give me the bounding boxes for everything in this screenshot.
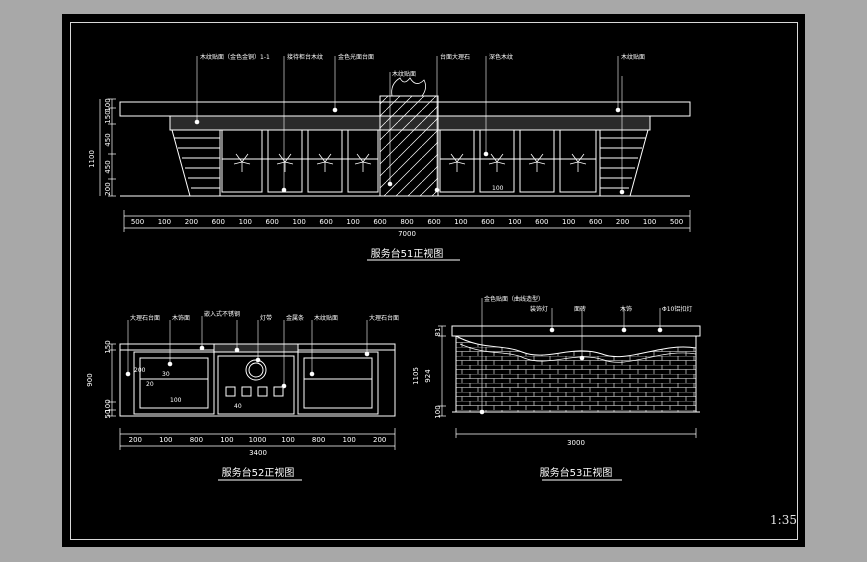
view1-dim-bottom-3: 600 bbox=[212, 218, 225, 226]
view2-dim-bottom-2: 800 bbox=[190, 436, 203, 444]
view2-dim-bottom-1: 100 bbox=[159, 436, 172, 444]
view1-motifs bbox=[233, 153, 587, 172]
view1-dim-v-4: 450 bbox=[104, 160, 112, 173]
view3-elevation bbox=[438, 298, 701, 438]
view2-callout-5: 金属条 bbox=[286, 314, 304, 322]
view2-mark-3: 30 bbox=[162, 371, 170, 378]
view2-mark-4: 100 bbox=[170, 397, 182, 404]
view1-callout-7: 木纹贴面 bbox=[621, 53, 645, 61]
view1-dim-bottom-6: 100 bbox=[293, 218, 306, 226]
view1-dim-bottom-13: 600 bbox=[481, 218, 494, 226]
view2-callout-2: 木饰面 bbox=[172, 314, 190, 322]
view1-dim-bottom-0: 500 bbox=[131, 218, 144, 226]
view2-callout-4: 灯带 bbox=[260, 314, 272, 322]
view1-dim-bottom-7: 600 bbox=[319, 218, 332, 226]
view2-total: 3400 bbox=[249, 449, 267, 457]
view2-dim-bottom-8: 200 bbox=[373, 436, 386, 444]
cad-drawing: 木纹贴面（金色金铜）1-1 接待柜台木纹 金色光面台面 木纹贴面 台面大理石 深… bbox=[86, 53, 701, 481]
view2-mark-2: 20 bbox=[146, 381, 154, 388]
view1-dim-bottom-12: 100 bbox=[454, 218, 467, 226]
view1-dim-bottom bbox=[123, 210, 691, 232]
view3-dim-v-3: 100 bbox=[434, 405, 442, 418]
view2-dim-bottom-6: 800 bbox=[312, 436, 325, 444]
view2-callout-6: 木纹贴面 bbox=[314, 314, 338, 322]
view1-leaders bbox=[194, 56, 625, 195]
view1-title: 服务台51正视图 bbox=[371, 247, 444, 260]
view1-dim-bottom-10: 800 bbox=[400, 218, 413, 226]
view3-callout-1: 金色贴面（曲线造型） bbox=[484, 295, 544, 303]
view1-callout-3: 金色光面台面 bbox=[338, 53, 374, 61]
view1-callout-6: 深色木纹 bbox=[489, 53, 513, 61]
view1-callout-4: 木纹贴面 bbox=[392, 70, 416, 78]
view1-dim-v-1: 100 bbox=[104, 98, 112, 111]
view3-callout-3: 面砖 bbox=[574, 305, 586, 313]
view3-title: 服务台53正视图 bbox=[540, 466, 613, 479]
view3-callout-4: 木饰 bbox=[620, 305, 632, 313]
view1-dim-bottom-5: 600 bbox=[266, 218, 279, 226]
drawing-scale: 1:35 bbox=[770, 513, 797, 527]
view2-mark-1: 200 bbox=[134, 367, 146, 374]
drawing-canvas: 木纹贴面（金色金铜）1-1 接待柜台木纹 金色光面台面 木纹贴面 台面大理石 深… bbox=[62, 14, 805, 547]
view2-dim-bottom-0: 200 bbox=[129, 436, 142, 444]
view2-dim-bottom-5: 100 bbox=[281, 436, 294, 444]
view2-dim-v-2: 100 bbox=[104, 399, 112, 412]
view1-dim-bottom-17: 600 bbox=[589, 218, 602, 226]
view3-callout-5: Φ10铝扣灯 bbox=[662, 305, 692, 313]
view1-dim-bottom-4: 100 bbox=[239, 218, 252, 226]
view1-dim-bottom-2: 200 bbox=[185, 218, 198, 226]
view1-dim-v-2: 150 bbox=[104, 110, 112, 123]
view1-dim-bottom-8: 100 bbox=[346, 218, 359, 226]
view2-elevation bbox=[108, 316, 396, 450]
view3-dim-v-2: 81 bbox=[434, 328, 442, 337]
view2-dim-v-3: 50 bbox=[104, 410, 112, 419]
view2-title: 服务台52正视图 bbox=[222, 466, 295, 479]
view3-callout-2: 装饰灯 bbox=[530, 305, 548, 313]
view3-dim-v-1: 924 bbox=[424, 369, 432, 383]
sheet-border bbox=[70, 22, 798, 540]
view3-dim-v-0: 1105 bbox=[412, 367, 420, 385]
view1-dim-bottom-16: 100 bbox=[562, 218, 575, 226]
view1-note: 100 bbox=[492, 185, 504, 192]
view2-mark-5: 40 bbox=[234, 403, 242, 410]
view1-callout-2: 接待柜台木纹 bbox=[287, 53, 323, 61]
view1-panels bbox=[221, 129, 597, 193]
view1-elevation bbox=[99, 56, 691, 232]
view1-dim-bottom-15: 600 bbox=[535, 218, 548, 226]
view2-dim-bottom-4: 1000 bbox=[249, 436, 267, 444]
view2-dim-v-1: 150 bbox=[104, 340, 112, 353]
view1-total: 7000 bbox=[398, 230, 416, 238]
view3-total: 3000 bbox=[567, 439, 585, 447]
view1-dim-bottom-1: 100 bbox=[158, 218, 171, 226]
view1-dim-bottom-9: 600 bbox=[373, 218, 386, 226]
view1-dim-bottom-19: 100 bbox=[643, 218, 656, 226]
view1-dim-v-3: 450 bbox=[104, 133, 112, 146]
view1-dim-bottom-18: 200 bbox=[616, 218, 629, 226]
view2-callout-3: 嵌入式不锈钢 bbox=[204, 310, 240, 318]
view1-dim-bottom-20: 500 bbox=[670, 218, 683, 226]
view2-callout-1: 大理石台面 bbox=[130, 314, 160, 322]
view1-dim-v-5: 200 bbox=[104, 182, 112, 195]
view2-dim-bottom-3: 100 bbox=[220, 436, 233, 444]
view1-dim-bottom-11: 600 bbox=[427, 218, 440, 226]
view1-dim-bottom-14: 100 bbox=[508, 218, 521, 226]
view1-callout-1: 木纹贴面（金色金铜）1-1 bbox=[200, 53, 270, 61]
view1-dim-vertical bbox=[99, 98, 116, 197]
view2-dim-v-0: 900 bbox=[86, 373, 94, 386]
view1-dim-v-0: 1100 bbox=[88, 150, 96, 168]
view2-callout-7: 大理石台面 bbox=[369, 314, 399, 322]
view1-callout-5: 台面大理石 bbox=[440, 53, 470, 61]
view2-dim-bottom-7: 100 bbox=[343, 436, 356, 444]
